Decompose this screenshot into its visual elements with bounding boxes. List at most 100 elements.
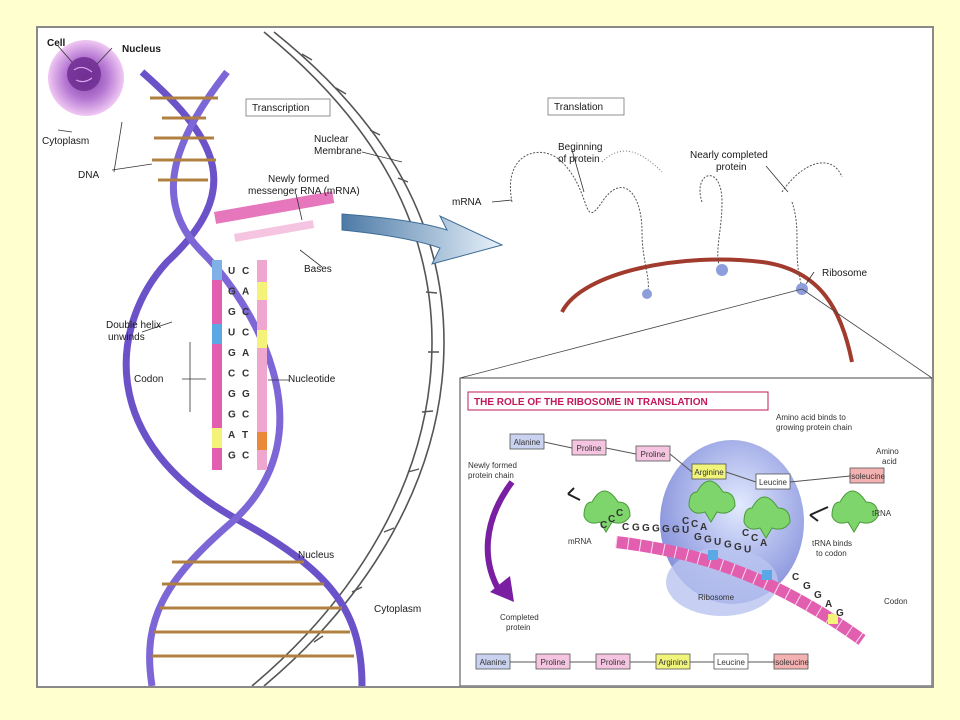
label-codon-left: Codon (134, 374, 163, 385)
label-nearly-2: protein (716, 162, 747, 173)
dna-base-letter: C (242, 410, 249, 421)
mrna-base-letter: G (704, 535, 712, 546)
label-mrna-new-1: Newly formed (268, 174, 329, 185)
dna-base-letter: G (228, 307, 236, 318)
anticodon-letter: C (682, 516, 689, 527)
dna-base-letter: A (242, 348, 249, 359)
amino-acid-label: Proline (541, 658, 566, 667)
amino-acid-label: Isoleucine (773, 658, 810, 667)
protein-strand-1 (509, 152, 649, 295)
amino-acid-box (509, 433, 545, 450)
anticodon-letter: A (700, 522, 707, 533)
dna-backbone-b (146, 69, 284, 686)
dna-base-letter: C (242, 369, 249, 380)
label-mrna-translation: mRNA (452, 197, 482, 208)
label-trna-binds-1: tRNA binds (812, 539, 852, 548)
amino-acid-label: Proline (641, 450, 666, 459)
transcription-to-translation-arrow (341, 213, 504, 265)
label-transcription: Transcription (252, 103, 309, 114)
dna-base-letter: G (228, 451, 236, 462)
amino-acid-box (849, 467, 885, 484)
label-nucleotide: Nucleotide (288, 374, 336, 385)
label-completed-2: protein (506, 623, 530, 632)
dna-base-letter: G (228, 287, 236, 298)
anticodon-letter: C (608, 514, 615, 525)
transcription-box (245, 98, 331, 117)
label-cell: Cell (47, 38, 66, 49)
dna-base-letter: A (242, 287, 249, 298)
label-nuclear-membrane-1: Nuclear (314, 134, 349, 145)
mrna-base-letter: G (814, 590, 822, 601)
dna-rungs-bottom (152, 560, 354, 658)
dna-base-letter: C (242, 451, 249, 462)
dna-base-letter: A (228, 430, 235, 441)
mrna-base-letter: G (724, 540, 732, 551)
dna-base-letter: T (242, 430, 248, 441)
label-amino-acid-1: Amino (876, 447, 899, 456)
nuclear-membrane-inner (263, 31, 445, 686)
anticodon-letter: C (742, 528, 749, 539)
dna-base-letter: C (242, 328, 249, 339)
amino-acid-box (571, 439, 607, 456)
amino-acid-box (773, 653, 809, 670)
dna-base-letter: G (242, 389, 250, 400)
mrna-base-letter: G (694, 532, 702, 543)
label-inset-mrna: mRNA (568, 537, 592, 546)
amino-acid-label: Arginine (658, 658, 688, 667)
mrna-base-letter: G (642, 523, 650, 534)
label-translation: Translation (554, 102, 603, 113)
mrna-base-letter: G (734, 542, 742, 553)
trna-shapes (583, 480, 879, 539)
inset-title: THE ROLE OF THE RIBOSOME IN TRANSLATION (474, 397, 708, 408)
dna-base-letter: G (228, 389, 236, 400)
growing-protein-chain: AlanineProlineProlineArginineLeucineIsol… (509, 433, 886, 490)
label-amino-binds-2: growing protein chain (776, 423, 852, 432)
dna-strand-left (212, 260, 222, 470)
label-inset-codon: Codon (884, 597, 908, 606)
label-double-helix-2: unwinds (108, 332, 145, 343)
inset-mrna-ribbon (615, 536, 866, 645)
mrna-base-letter: G (836, 608, 844, 619)
mrna-base-letter: A (825, 599, 832, 610)
label-double-helix-1: Double helix (106, 320, 161, 331)
dna-strand-right (257, 260, 267, 470)
amino-acid-label: Leucine (759, 478, 788, 487)
amino-acid-label: Isoleucine (849, 472, 886, 481)
mrna-base-letter: C (792, 572, 799, 583)
mrna-base-letter: G (662, 524, 670, 535)
amino-acid-label: Proline (577, 444, 602, 453)
mrna-base-letter: G (632, 523, 640, 534)
anticodon-letter: C (691, 519, 698, 530)
label-trna: tRNA (872, 509, 892, 518)
label-beginning-2: of protein (558, 154, 600, 165)
dna-base-letter: G (228, 348, 236, 359)
label-cytoplasm-bottom: Cytoplasm (374, 604, 421, 615)
amino-acid-label: Proline (601, 658, 626, 667)
dna-base-letter: U (228, 328, 235, 339)
label-bases: Bases (304, 264, 332, 275)
mrna-base-letter: U (744, 545, 751, 556)
translation-box (547, 97, 625, 116)
newly-formed-mrna (214, 191, 335, 242)
label-inset-ribosome: Ribosome (698, 593, 735, 602)
dna-base-letter: G (228, 410, 236, 421)
mrna-base-letter: G (652, 524, 660, 535)
protein-strand-3 (781, 162, 843, 288)
nuclear-membrane-outer (251, 31, 433, 686)
label-completed-1: Completed (500, 613, 539, 622)
completed-protein-arrow (484, 480, 515, 594)
label-nearly-1: Nearly completed (690, 150, 768, 161)
label-nucleus-center: Nucleus (298, 550, 334, 561)
ribosome-dot-1 (642, 289, 652, 299)
label-amino-binds-1: Amino acid binds to (776, 413, 846, 422)
anticodon-letter: A (760, 538, 767, 549)
mrna-base-letter: U (682, 525, 689, 536)
label-beginning-1: Beginning (558, 142, 602, 153)
inset-title-box (467, 391, 769, 411)
dna-base-letter: U (228, 266, 235, 277)
